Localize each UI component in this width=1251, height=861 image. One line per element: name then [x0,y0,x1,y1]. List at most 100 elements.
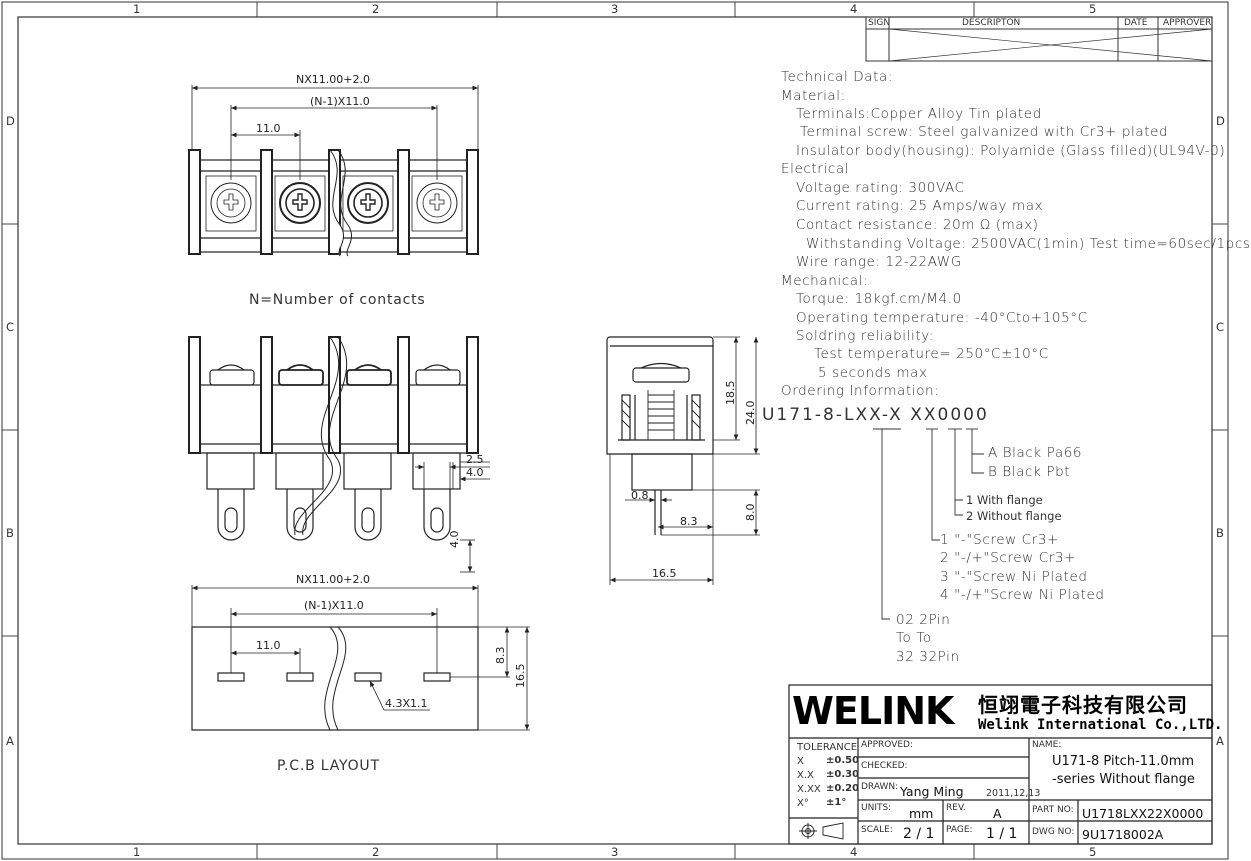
tech-insulator: Insulator body(housing): Polyamide (Glas… [796,143,1226,159]
zone-col-1-bottom: 1 [133,845,141,859]
name-line-1: U171-8 Pitch-11.0mm [1052,754,1195,769]
tech-terminal-screw: Terminal screw: Steel galvanized with Cr… [800,124,1169,140]
tech-terminals: Terminals:Copper Alloy Tin plated [796,106,1042,122]
screw-option-3: 3 "-"Screw Ni Plated [940,569,1088,585]
front-dim-4-0: 4.0 [466,466,484,479]
contacts-caption: N=Number of contacts [249,292,426,308]
rev-value: A [993,806,1002,821]
zone-row-d: D [6,114,15,128]
tech-heading: Technical Data: [781,69,894,85]
zone-row-d-right: D [1216,114,1225,128]
pcb-pitch-dim: 11.0 [256,639,281,652]
zone-row-a: A [6,734,14,748]
company-name-cn: 恒翊電子科技有限公司 [978,693,1188,717]
tol-x-val: ±0.50 [826,755,860,766]
approved-label: APPROVED: [861,740,913,750]
color-option-a: A Black Pa66 [988,445,1083,461]
zone-col-3: 3 [611,2,619,16]
scale-label: SCALE: [861,825,893,835]
top-pitch-span-dim: (N-1)X11.0 [310,95,370,108]
tech-ordering-heading: Ordering Information: [781,383,940,399]
tol-deg-key: X° [797,798,809,809]
drawn-by: Yang Ming [900,784,964,799]
part-no-value: U1718LXX22X0000 [1082,806,1204,821]
pcb-overall-dim: NX11.00+2.0 [296,573,370,586]
units-value: mm [909,806,934,821]
scale-value: 2 / 1 [903,826,935,842]
ordering-code: U171-8-LXX-X XX0000 [762,405,989,425]
tech-test-temp: Test temperature= 250°C±10°C [814,346,1049,362]
tech-mechanical-heading: Mechanical: [781,273,869,289]
tech-torque: Torque: 18kgf.cm/M4.0 [796,291,962,307]
front-dim-2-5: 2.5 [466,453,484,466]
tech-contact-resistance: Contact resistance: 20m Ω (max) [796,217,1039,233]
welink-logo: WELINK [792,689,954,733]
front-dim-pin-4-0: 4.0 [448,530,461,549]
drawn-date: 2011,12,13 [986,788,1041,799]
units-label: UNITS: [861,803,892,813]
tol-xx-val: ±0.30 [826,769,860,780]
zone-row-b: B [6,526,14,540]
rev-label: REV. [946,803,966,813]
zone-col-5: 5 [1089,2,1097,16]
page-label: PAGE: [946,825,973,835]
side-dim-8-0: 8.0 [744,503,757,522]
tech-withstanding: Withstanding Voltage: 2500VAC(1min) Test… [806,236,1251,252]
part-no-label: PART NO: [1032,805,1074,815]
tol-x-key: X [797,756,804,767]
pcb-layout-caption: P.C.B LAYOUT [277,758,380,774]
tol-xxx-key: X.XX [797,784,821,795]
side-dim-0-8: 0.8 [631,489,649,502]
pcb-pitch-span-dim: (N-1)X11.0 [304,599,364,612]
name-label: NAME: [1032,740,1062,750]
pcb-dim-16-5: 16.5 [514,663,527,689]
tech-operating-temp: Operating temperature: -40°Cto+105°C [796,310,1088,326]
color-option-b: B Black Pbt [988,464,1071,480]
tol-deg-val: ±1° [826,797,847,808]
tech-current: Current rating: 25 Amps/way max [796,198,1044,214]
zone-col-2: 2 [372,2,380,16]
pin-option-32: 32 32Pin [896,649,960,665]
tol-xxx-val: ±0.20 [826,783,860,794]
tech-seconds: 5 seconds max [818,365,928,381]
pcb-dim-8-3: 8.3 [494,646,507,665]
tech-electrical-heading: Electrical [781,161,850,177]
zone-row-c: C [6,320,15,334]
rev-date-header: DATE [1124,18,1148,28]
pin-option-to: To To [896,630,932,646]
company-name-en: Welink International Co.,LTD. [978,717,1223,733]
tech-voltage: Voltage rating: 300VAC [796,180,965,196]
zone-row-b-right: B [1216,526,1224,540]
dwg-no-value: 9U1718002A [1082,827,1164,842]
zone-col-1: 1 [133,2,141,16]
zone-col-2-bottom: 2 [372,845,380,859]
page-value: 1 / 1 [986,826,1018,842]
zone-col-4-bottom: 4 [850,845,858,859]
screw-option-4: 4 "-/+"Screw Ni Plated [940,587,1105,603]
name-line-2: -series Without flange [1052,772,1195,787]
rev-approver-header: APPROVER [1163,18,1212,28]
pin-option-02: 02 2Pin [896,612,951,628]
tech-soldering: Soldring reliability: [796,328,935,344]
flange-option-1: 1 With flange [966,493,1043,507]
side-dim-18-5: 18.5 [724,380,737,406]
zone-row-c-right: C [1216,320,1225,334]
tolerance-label: TOLERANCE [797,742,858,753]
tol-xx-key: X.X [797,770,814,781]
rev-description-header: DESCRIPTON [962,18,1021,28]
screw-option-1: 1 "-"Screw Cr3+ [940,532,1059,548]
zone-col-5-bottom: 5 [1089,845,1097,859]
screw-option-2: 2 "-/+"Screw Cr3+ [940,550,1076,566]
pcb-slot-dim: 4.3X1.1 [385,697,428,710]
rev-sign-header: SIGN [868,18,891,28]
zone-col-3-bottom: 3 [611,845,619,859]
zone-col-4: 4 [850,2,858,16]
tech-wire-range: Wire range: 12-22AWG [796,254,962,270]
tech-material-heading: Material: [781,88,846,104]
side-dim-8-3: 8.3 [680,515,698,528]
top-pitch-dim: 11.0 [256,122,281,135]
dwg-no-label: DWG NO: [1032,827,1075,837]
flange-option-2: 2 Without flange [966,509,1062,523]
